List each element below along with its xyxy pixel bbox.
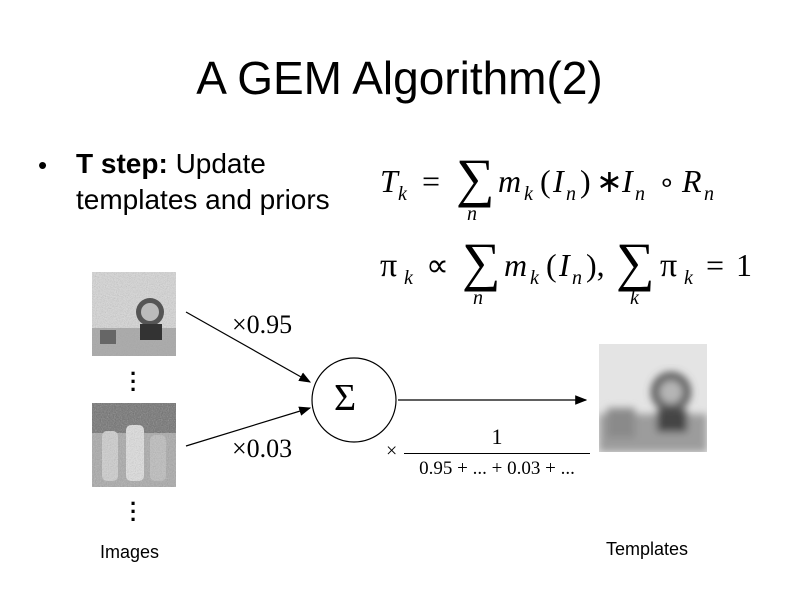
svg-text:I: I	[621, 163, 634, 199]
normalizer-multiplier: ×	[386, 440, 398, 462]
svg-text:n: n	[566, 183, 576, 205]
images-label: Images	[100, 542, 160, 562]
arrow-top-image-to-sum	[185, 311, 312, 383]
svg-text:π: π	[660, 247, 677, 284]
svg-text:∗: ∗	[596, 163, 623, 199]
bullet-text: T step: Update templates and priors	[76, 146, 376, 218]
svg-text:1: 1	[736, 247, 752, 283]
weight-top-label: ×0.95	[232, 310, 293, 339]
more-images-ellipsis-bottom: ···	[130, 491, 138, 532]
svg-text:k: k	[630, 287, 640, 309]
svg-text:m: m	[498, 163, 521, 199]
normalizer-numerator: 1	[491, 424, 503, 449]
svg-text:n: n	[572, 267, 582, 289]
t-step-description: Update templates and priors	[76, 148, 330, 215]
svg-text:(: (	[540, 163, 551, 199]
svg-text:∘: ∘	[658, 168, 676, 199]
svg-text:=: =	[422, 163, 440, 199]
svg-text:n: n	[473, 287, 483, 309]
arrow-bottom-image-to-sum	[185, 406, 312, 447]
svg-text:I: I	[558, 247, 571, 283]
svg-text:T: T	[380, 163, 400, 199]
summation-node	[311, 357, 397, 443]
svg-text:=: =	[706, 247, 724, 283]
svg-text:I: I	[552, 163, 565, 199]
templates-label: Templates	[606, 539, 689, 559]
svg-text:∑: ∑	[616, 232, 655, 292]
svg-text:n: n	[467, 203, 477, 225]
summation-symbol: Σ	[334, 377, 357, 419]
svg-text:k: k	[404, 267, 414, 289]
svg-text:(: (	[546, 247, 557, 283]
more-images-ellipsis-top: ···	[130, 361, 138, 402]
normalizer-denominator: 0.95 + ... + 0.03 + ...	[419, 458, 575, 479]
svg-text:n: n	[635, 183, 645, 205]
svg-text:k: k	[530, 267, 540, 289]
template-image-thumbnail	[599, 344, 707, 452]
template-update-equation: T k = ∑ n m k ( I n ) ∗ I n ∘ R n	[380, 148, 714, 225]
svg-text:R: R	[681, 163, 702, 199]
svg-text:∑: ∑	[462, 232, 501, 292]
svg-text:m: m	[504, 247, 527, 283]
input-image-clock-thumbnail	[92, 272, 176, 356]
svg-text:∝: ∝	[426, 247, 449, 283]
input-image-bottles-thumbnail	[92, 403, 176, 487]
svg-text:k: k	[524, 183, 534, 205]
svg-text:n: n	[704, 183, 714, 205]
fraction-bar	[404, 453, 590, 454]
svg-text:k: k	[398, 183, 408, 205]
svg-text:),: ),	[586, 247, 605, 283]
svg-text:∑: ∑	[456, 148, 495, 208]
svg-text:): )	[580, 163, 591, 199]
svg-text:k: k	[684, 267, 694, 289]
t-step-label: T step:	[76, 148, 168, 179]
prior-update-equation: π k ∝ ∑ n m k ( I n ), ∑ k π k = 1	[380, 232, 752, 309]
page-title: A GEM Algorithm(2)	[196, 52, 603, 104]
weight-bottom-label: ×0.03	[232, 434, 293, 463]
svg-text:π: π	[380, 247, 397, 284]
bullet-point: •	[38, 150, 48, 180]
